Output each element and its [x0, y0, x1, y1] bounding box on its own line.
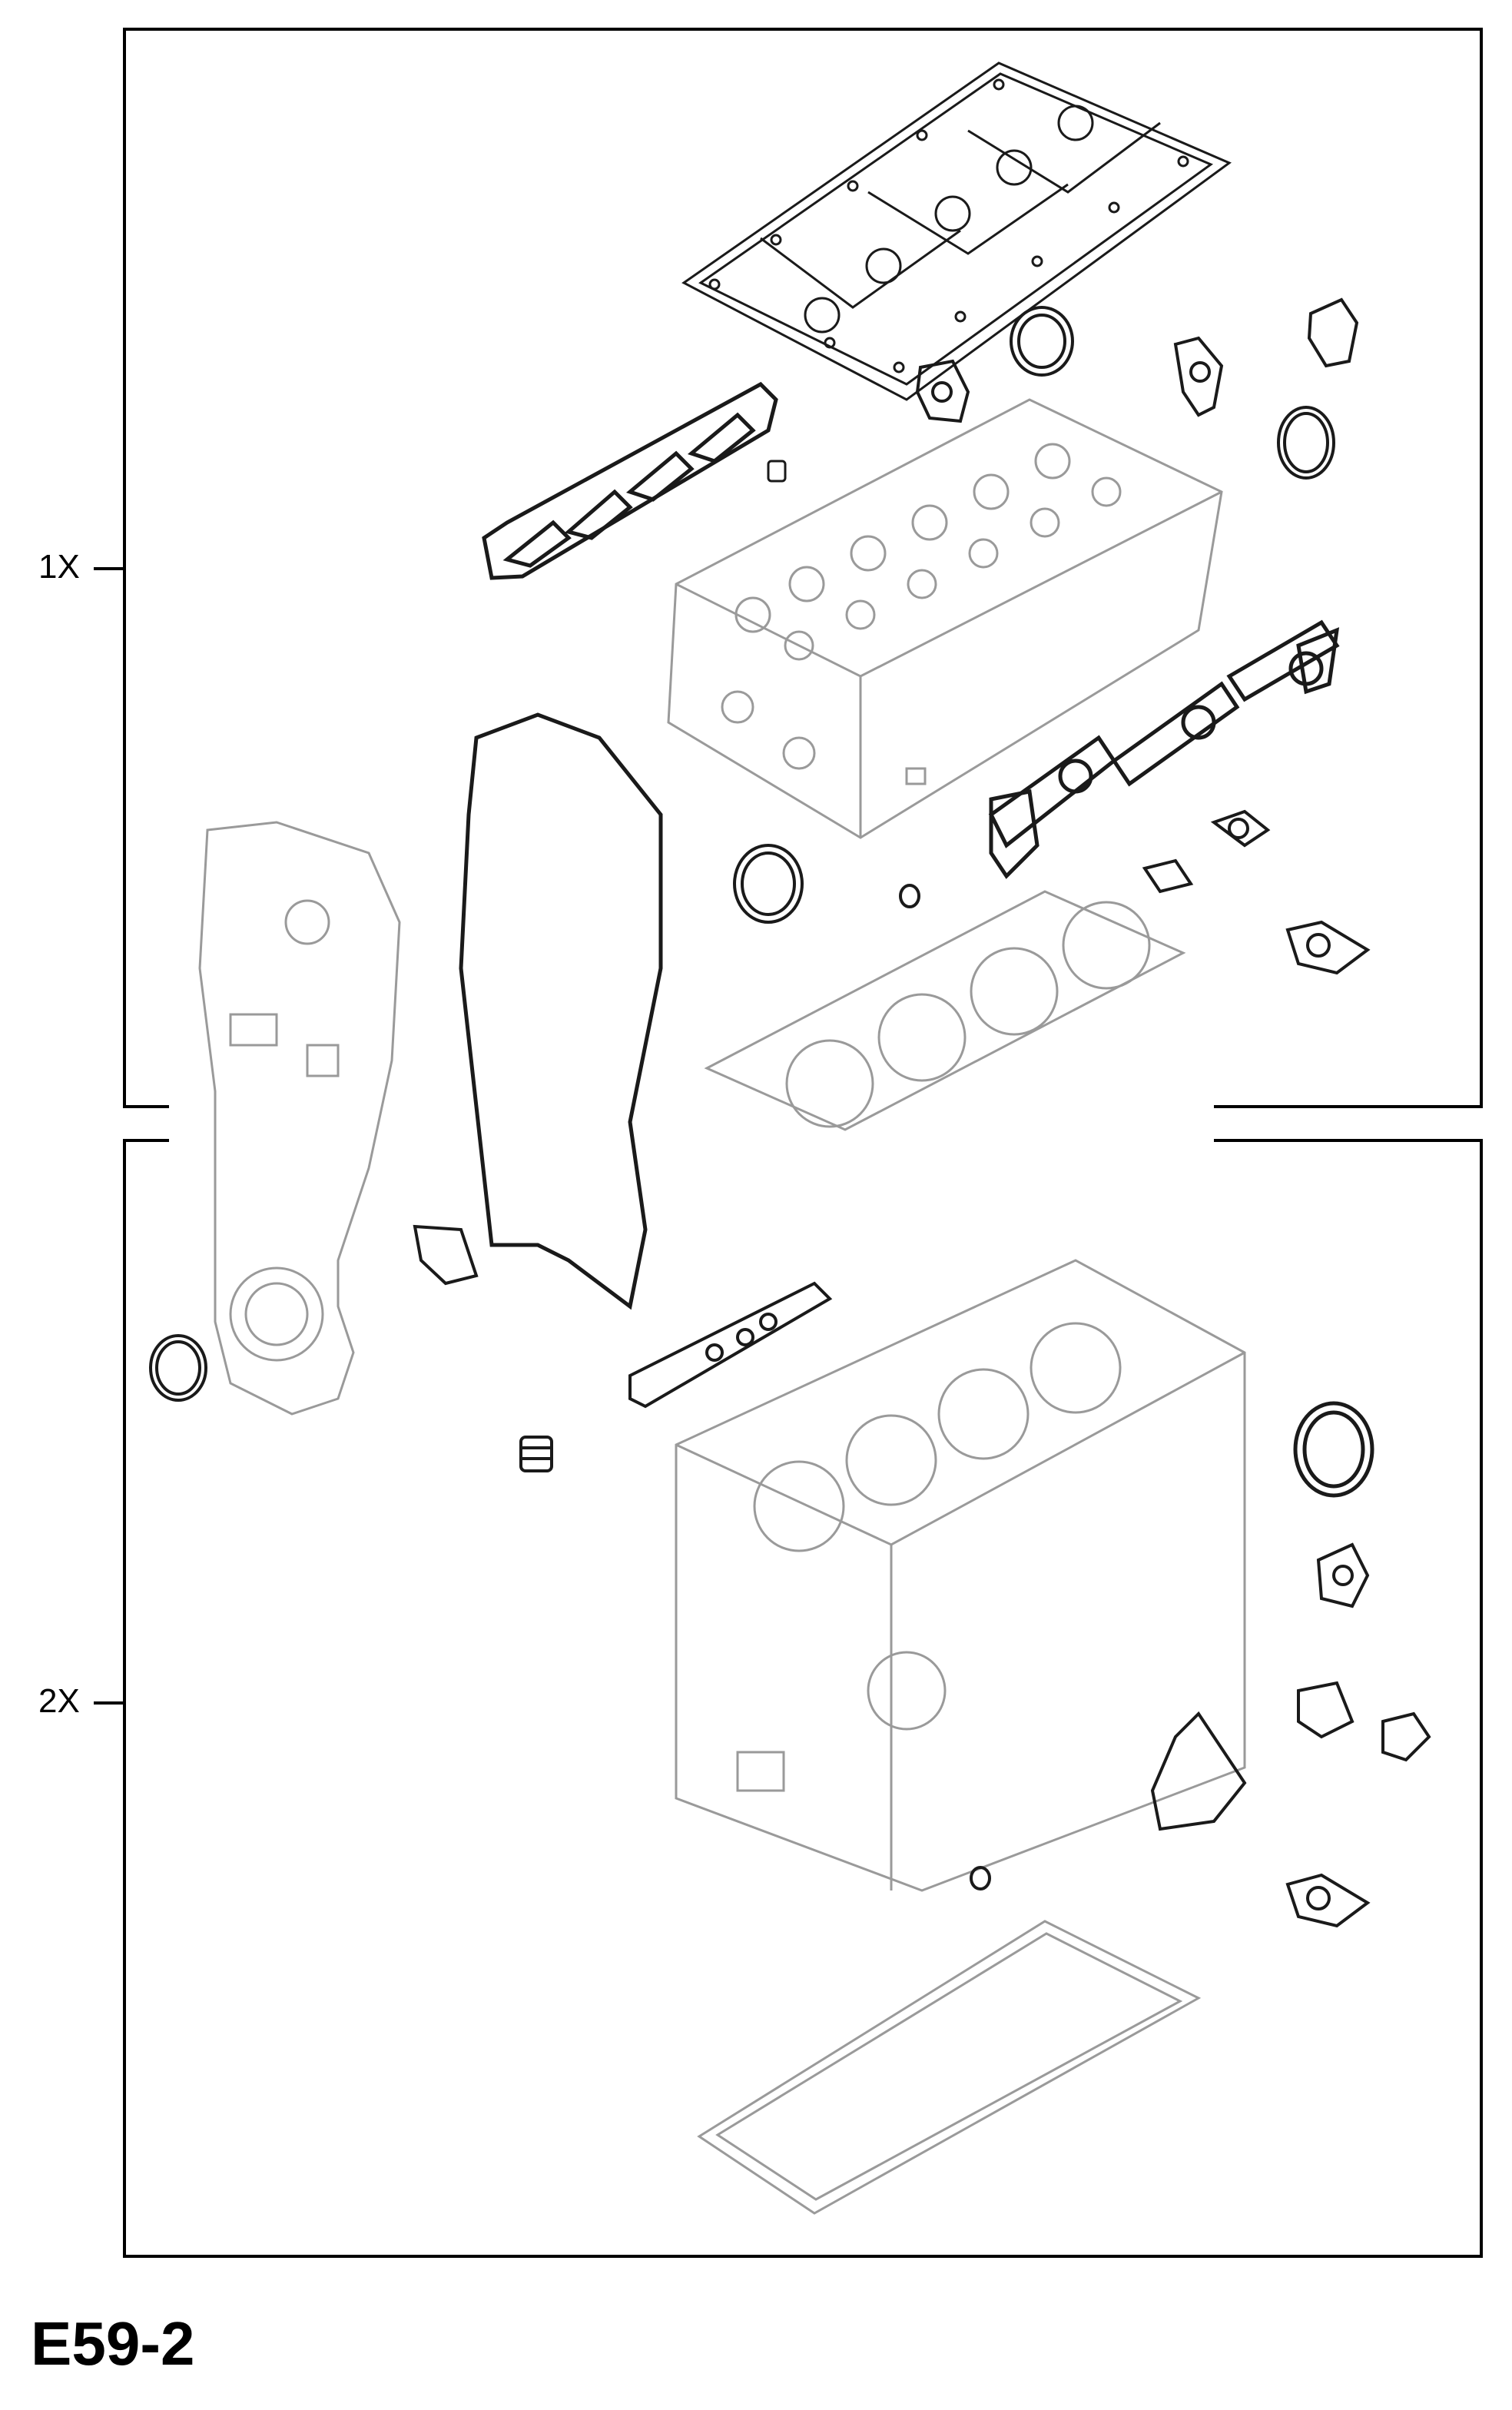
- timing-cover: [198, 821, 401, 1416]
- cylinder-head-gasket: [704, 890, 1186, 1131]
- intake-manifold-gasket: [482, 381, 778, 580]
- rear-main-seal: [1293, 1401, 1374, 1498]
- small-plug: [767, 460, 787, 483]
- kit-2-bracket-frame: [123, 1139, 1483, 2258]
- cylinder-head: [667, 398, 1223, 839]
- figure-code: E59-2: [31, 2309, 195, 2378]
- oil-pump-gasket: [628, 1281, 833, 1409]
- valve-cover-gasket: [681, 61, 1232, 401]
- kit-1-bracket-frame: [123, 28, 1483, 1108]
- engine-block: [675, 1259, 1246, 1892]
- plug-seal: [519, 1436, 553, 1472]
- callout-label-2x: 2X: [38, 1682, 80, 1720]
- mid-right-small-gaskets: [1142, 809, 1371, 975]
- callout-label-1x: 1X: [38, 548, 80, 586]
- oil-pan-gasket: [697, 1920, 1202, 2215]
- head-area-seals: [733, 844, 920, 924]
- exhaust-manifold-gasket: [988, 619, 1340, 879]
- front-small-gasket: [149, 1224, 479, 1402]
- block-side-gaskets: [970, 1542, 1431, 1928]
- upper-small-gaskets: [915, 297, 1359, 480]
- timing-cover-gasket: [459, 712, 663, 1310]
